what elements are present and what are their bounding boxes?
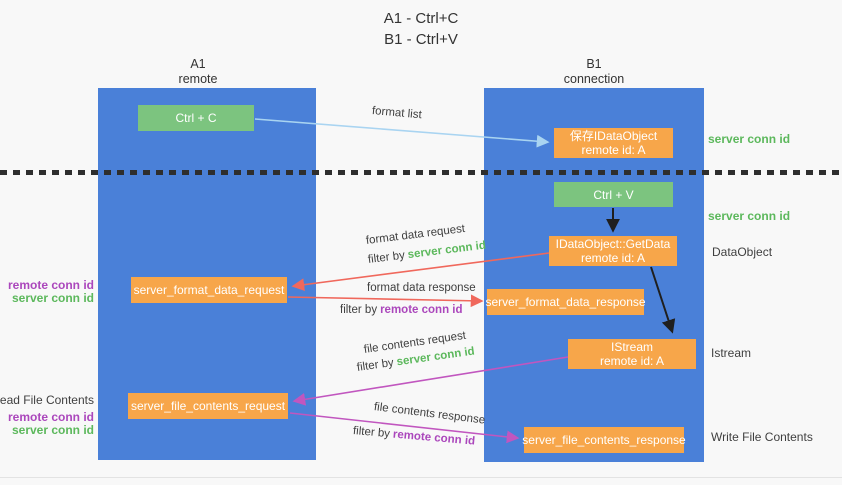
title-line-2: B1 - Ctrl+V: [384, 31, 458, 48]
istream-line2: remote id: A: [599, 354, 665, 368]
lifeline-header-a1: A1 remote: [98, 57, 298, 87]
dataobject-side-label: DataObject: [712, 245, 773, 259]
lifeline-a1-name: A1: [190, 57, 206, 71]
idataobject-getdata-line1: IDataObject::GetData: [555, 236, 671, 251]
format-list-label: format list: [371, 105, 423, 122]
bottom-divider: [0, 477, 842, 478]
server-conn-id-text: server conn id: [407, 239, 487, 262]
server-file-contents-request-box: server_file_contents_request: [128, 393, 288, 419]
remote-conn-id-side-label-bottom: remote conn id: [7, 410, 94, 424]
filter-by-text: filter by: [367, 249, 406, 266]
idataobject-getdata-box: IDataObject::GetData remote id: A: [549, 236, 677, 266]
server-file-contents-response-box: server_file_contents_response: [522, 427, 686, 453]
file-contents-response-label: file contents response: [373, 401, 486, 427]
server-conn-id-side-label-left-top: server conn id: [11, 291, 94, 305]
format-data-response-arrow: [287, 294, 484, 308]
server-conn-id-side-label-left-bottom: server conn id: [11, 423, 94, 437]
read-file-contents-label: Read File Contents: [0, 393, 94, 407]
istream-box: IStream remote id: A: [568, 339, 696, 369]
write-file-contents-label: Write File Contents: [711, 430, 813, 444]
remote-conn-id-text: remote conn id: [380, 304, 463, 316]
lifeline-b1-name: B1: [586, 57, 602, 71]
filter-by-text: filter by: [356, 356, 395, 374]
save-idataobject-box: 保存IDataObject remote id: A: [554, 128, 673, 158]
istream-line1: IStream: [610, 339, 653, 354]
server-format-data-request-box: server_format_data_request: [131, 277, 287, 303]
format-data-response-label: format data response: [367, 282, 476, 294]
filter-by-text: filter by: [340, 304, 378, 316]
lifeline-a1-role: remote: [178, 72, 218, 86]
server-conn-id-side-label-mid: server conn id: [708, 209, 791, 223]
istream-side-label: Istream: [711, 346, 752, 360]
remote-conn-id-side-label-top: remote conn id: [7, 278, 94, 292]
phase-divider-dotted-line: [0, 170, 842, 175]
idataobject-getdata-line2: remote id: A: [580, 251, 646, 265]
lifeline-header-b1: B1 connection: [484, 57, 704, 87]
save-idataobject-line1: 保存IDataObject: [569, 128, 658, 143]
server-format-data-response-box: server_format_data_response: [485, 289, 646, 315]
server-conn-id-side-label-top: server conn id: [708, 132, 791, 146]
ctrl-c-box: Ctrl + C: [138, 105, 254, 131]
lifeline-b1-role: connection: [563, 72, 625, 86]
ctrl-v-box: Ctrl + V: [554, 182, 673, 207]
title-line-1: A1 - Ctrl+C: [383, 10, 459, 27]
save-idataobject-line2: remote id: A: [581, 143, 646, 157]
remote-conn-id-text: remote conn id: [392, 428, 476, 448]
filter-by-text: filter by: [352, 425, 391, 441]
diagram-title: A1 - Ctrl+C B1 - Ctrl+V: [0, 8, 842, 50]
